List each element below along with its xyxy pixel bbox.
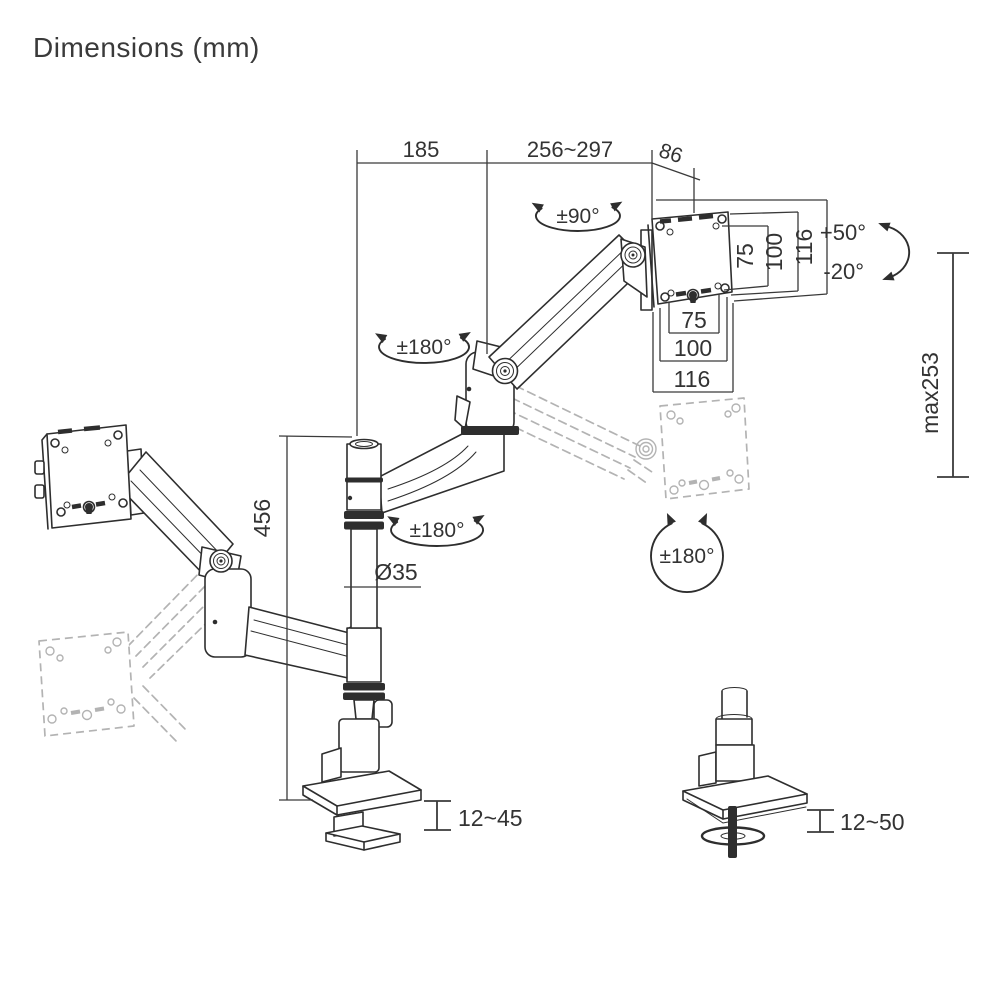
dim-label-vesa-116-side: 116	[791, 229, 817, 266]
dim-label-swivel-90: ±90°	[556, 205, 599, 228]
dim-label-rotate-180-pole: ±180°	[410, 519, 465, 542]
dim-label-d35: Ø35	[374, 559, 417, 585]
dim-label-tilt-up: +50°	[820, 220, 866, 245]
vesa-dimensions-side: 75 100 116	[656, 199, 828, 302]
rotation-indicator-pole: ±180°	[384, 511, 487, 547]
dim-label-vesa-100-side: 100	[761, 233, 787, 271]
vesa-plate-right	[647, 211, 733, 308]
pole	[343, 438, 385, 720]
grommet-thickness-dimension: 12~50	[807, 809, 905, 835]
vesa-dimensions-bottom: 75 100 116	[652, 294, 734, 393]
rotation-indicator-head: ±90°	[529, 197, 625, 232]
ghost-vesa-plate-right	[659, 397, 750, 500]
dim-label-vesa-100-bottom: 100	[674, 335, 712, 361]
grommet-mount	[682, 687, 808, 858]
dim-label-vesa-116-bottom: 116	[674, 366, 711, 392]
clamp-thickness-dimension: 12~45	[424, 800, 523, 831]
upper-link-arm	[378, 432, 505, 514]
page-title: Dimensions (mm)	[33, 32, 260, 63]
pole-height-dimension: 456	[249, 435, 353, 801]
screw-dot	[212, 619, 218, 625]
dim-label-rotate-180-shoulder: ±180°	[397, 336, 452, 359]
dim-label-tilt-down: -20°	[823, 259, 864, 284]
height-range-dimension: max253	[917, 252, 969, 478]
vesa-head	[620, 229, 653, 311]
dim-label-456: 456	[249, 499, 275, 537]
dim-label-rotate-180-vesa: ±180°	[660, 545, 715, 568]
dim-label-max253: max253	[917, 352, 943, 434]
pole-diameter-dimension: Ø35	[344, 559, 421, 588]
rotation-indicator-vesa: ±180°	[650, 511, 724, 593]
dim-label-12-50: 12~50	[840, 809, 905, 835]
ghost-left-arm-position	[38, 565, 230, 744]
dim-label-vesa-75-bottom: 75	[681, 307, 707, 333]
dim-label-12-45: 12~45	[458, 805, 523, 831]
dim-label-86: 86	[656, 139, 685, 168]
ghost-vesa-plate-left	[38, 631, 135, 737]
lower-arm	[244, 606, 358, 681]
grommet-threaded-rod	[728, 806, 737, 858]
dim-label-185: 185	[403, 137, 440, 162]
tilt-dimension: +50° -20°	[820, 218, 911, 285]
rotation-indicator-shoulder: ±180°	[372, 328, 474, 364]
top-reach-dimensions: 185 256~297 86	[356, 137, 701, 436]
ghost-upper-arm-position	[503, 385, 750, 500]
desk-clamp	[302, 699, 422, 851]
left-arm-assembly	[34, 424, 252, 658]
monitor-arm	[34, 211, 808, 858]
dim-label-256-297: 256~297	[527, 137, 613, 162]
dim-label-vesa-75-side: 75	[732, 243, 758, 269]
vesa-plate-left	[34, 424, 132, 530]
